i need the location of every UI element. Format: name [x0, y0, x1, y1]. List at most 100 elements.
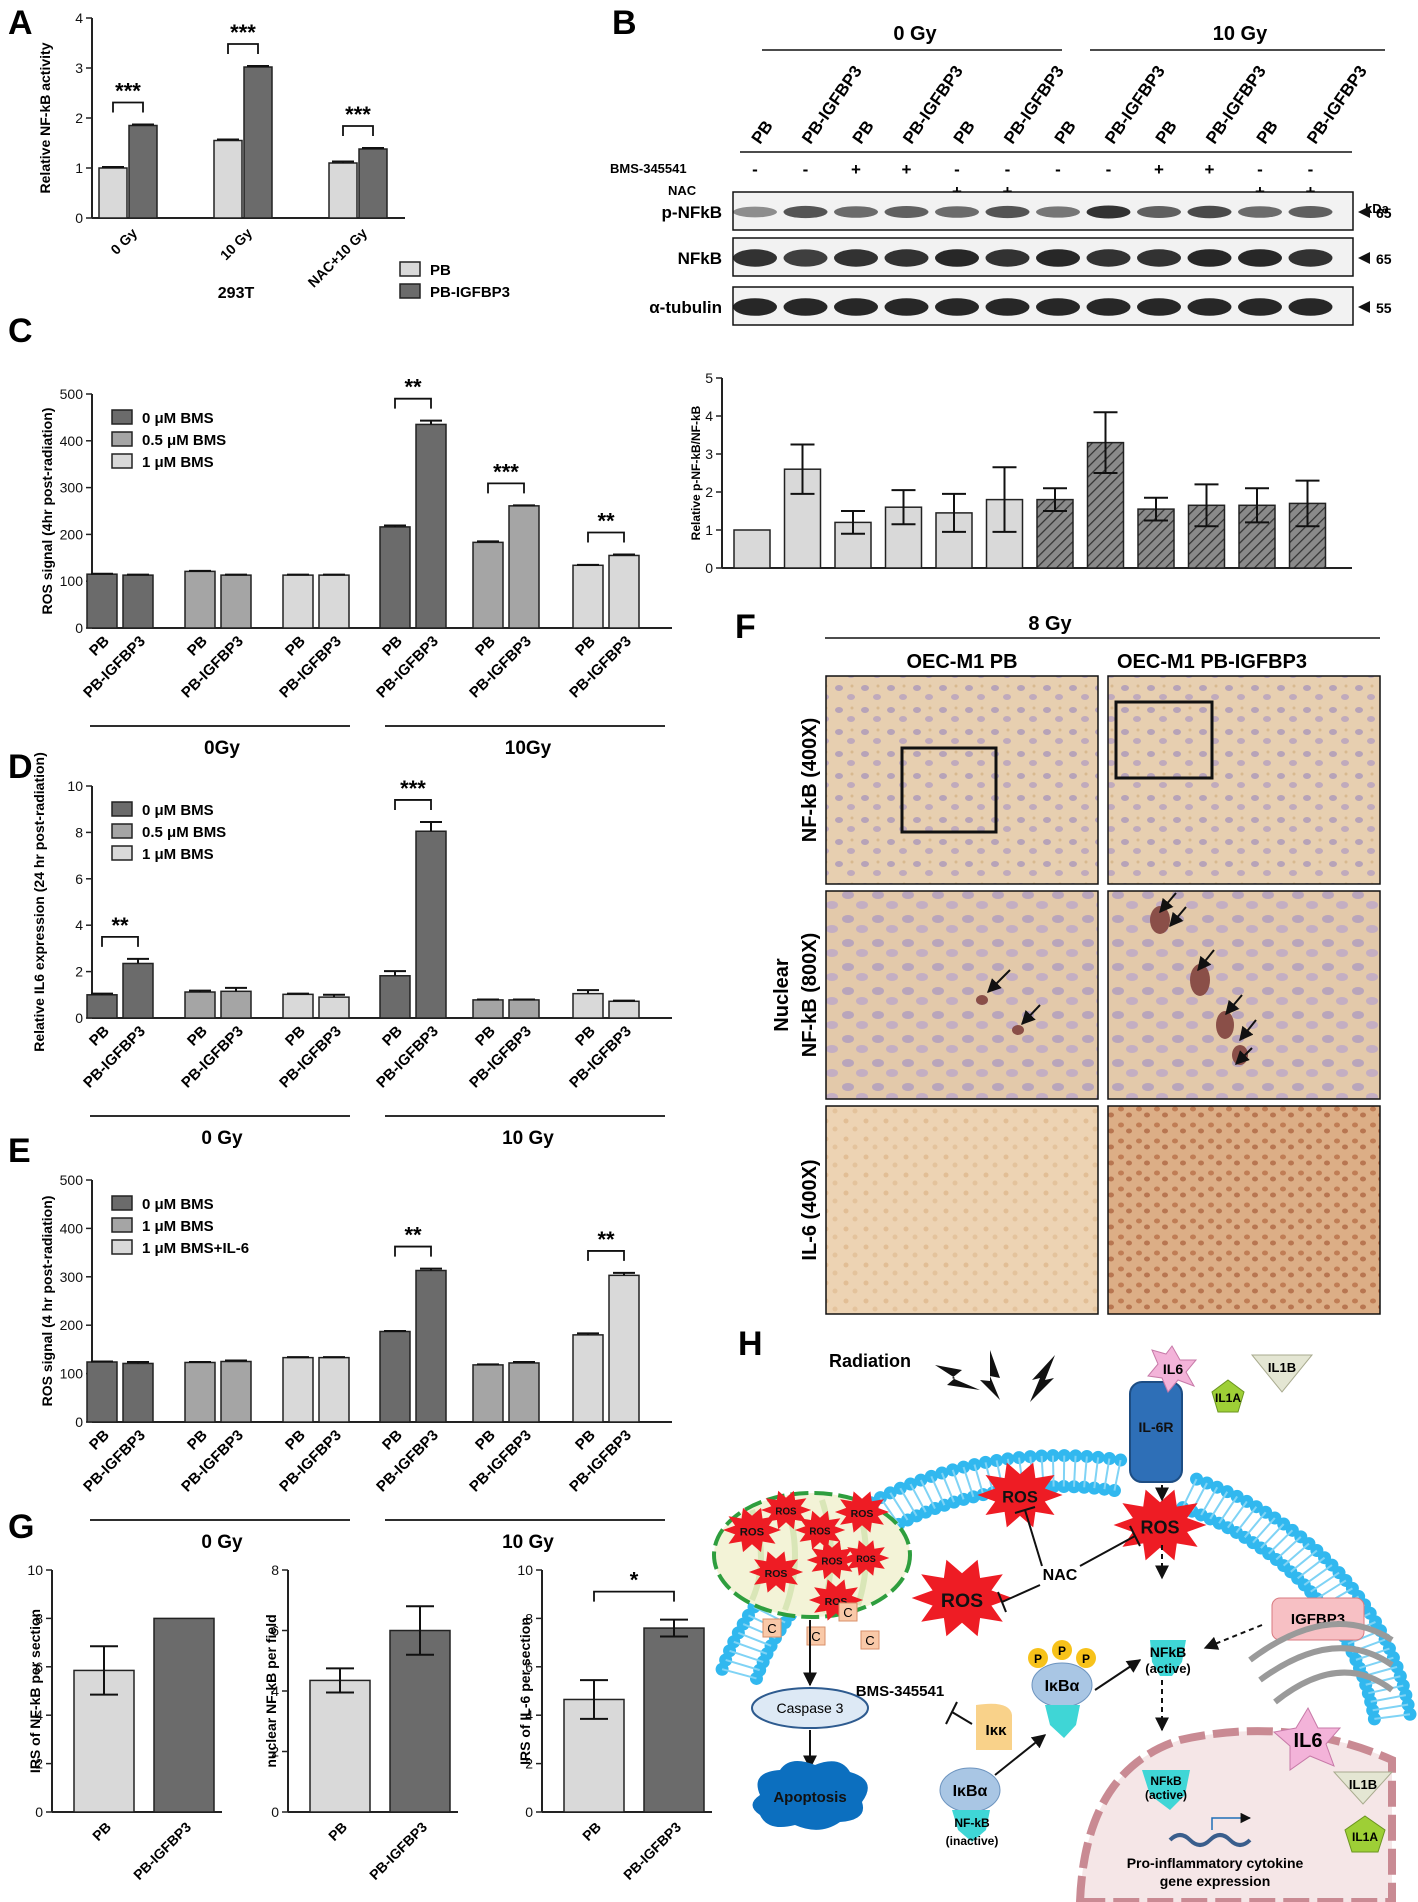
- x-tick-label: PB: [282, 1427, 309, 1454]
- bar: [379, 975, 411, 1019]
- cytochrome-c-box: [762, 1618, 782, 1638]
- treatment-mark: -: [803, 160, 809, 179]
- x-tick-label: PB: [184, 1023, 211, 1050]
- bar: [572, 564, 604, 629]
- group-label: 0 Gy: [201, 1532, 243, 1553]
- kda-value: 65: [1376, 205, 1392, 221]
- y-tick-label: 6: [75, 871, 83, 887]
- legend-swatch: [111, 801, 133, 817]
- y-tick-label: 100: [60, 573, 84, 589]
- y-tick-label: 0: [35, 1804, 43, 1820]
- ros-label: ROS: [1002, 1489, 1038, 1507]
- significance-bracket: [487, 482, 525, 494]
- group-label: 10 Gy: [502, 1532, 554, 1553]
- blot-band: [783, 298, 828, 316]
- y-tick-label: 8: [75, 824, 83, 840]
- legend-label: 1 μM BMS: [142, 1218, 214, 1235]
- lipid-tail: [951, 1469, 965, 1500]
- blot-band: [935, 206, 979, 218]
- y-tick-label: 400: [60, 1220, 84, 1236]
- bar: [184, 991, 216, 1019]
- x-tick-label: PB: [325, 1819, 350, 1844]
- lipid-tail: [1275, 1536, 1302, 1561]
- lipid-tail: [1243, 1511, 1267, 1539]
- size-marker-arrow: [1358, 206, 1370, 218]
- x-tick-label: PB: [89, 1819, 114, 1844]
- lipid-tail: [1235, 1506, 1258, 1534]
- il1a-label: IL1A: [1215, 1391, 1241, 1405]
- radiation-bolts: [935, 1350, 1055, 1402]
- bar: [415, 1269, 447, 1423]
- y-tick-label: 4: [271, 1683, 279, 1699]
- significance-label: ***: [230, 20, 256, 45]
- y-tick-label: 2: [271, 1744, 279, 1760]
- bar: [153, 1617, 215, 1813]
- il1a-label-2: IL1A: [1352, 1830, 1378, 1844]
- cytochrome-c-box: [838, 1602, 858, 1622]
- y-tick-label: 200: [60, 526, 84, 542]
- group-label: 0Gy: [204, 738, 240, 759]
- blot-band: [733, 206, 777, 218]
- blot-band: [1238, 206, 1282, 218]
- legend-label: 0 μM BMS: [142, 802, 214, 819]
- lipid-tail: [909, 1483, 927, 1513]
- panel-letter-e: E: [8, 1132, 31, 1170]
- bar: [220, 990, 252, 1019]
- blot-band: [1187, 249, 1232, 267]
- bar: [643, 1627, 705, 1813]
- y-tick-label: 200: [60, 1317, 84, 1333]
- lipid-tail: [1051, 1455, 1055, 1487]
- y-axis-label: IRS of NF-kB per section: [27, 1609, 43, 1773]
- cytochrome-c-label: C: [843, 1605, 852, 1620]
- y-tick-label: 4: [525, 1707, 533, 1723]
- lipid-tail: [1218, 1495, 1238, 1524]
- caspase3-oval: [751, 1687, 869, 1729]
- bar: [379, 1330, 411, 1423]
- legend-label: 1 μM BMS: [142, 846, 214, 863]
- lipid-tail: [1290, 1549, 1318, 1573]
- nuclear-nfkb-sub: (active): [1145, 1788, 1187, 1802]
- lipid-tail: [1209, 1491, 1229, 1520]
- il6r-receptor: [1129, 1381, 1183, 1483]
- ihc-il6-pb: [825, 1105, 1099, 1315]
- lane-label: PB: [950, 117, 979, 147]
- nfkb-active-shape: [1150, 1640, 1186, 1676]
- legend-swatch: [111, 453, 133, 469]
- y-tick-label: 4: [705, 408, 713, 424]
- legend-label: PB: [430, 262, 451, 279]
- treatment-mark: -: [1257, 160, 1263, 179]
- blot-row-label: p-NFkB: [662, 203, 722, 222]
- significance-bracket: [394, 799, 432, 810]
- x-tick-label: PB: [472, 1023, 499, 1050]
- igfbp3-box: [1271, 1597, 1365, 1641]
- significance-label: ***: [115, 79, 141, 104]
- cell-line-label: 293T: [218, 285, 255, 302]
- il1a-pentagon: [1211, 1379, 1245, 1413]
- ros-star: [977, 1462, 1063, 1528]
- significance-bracket: [342, 125, 374, 136]
- ros-star: [842, 1540, 890, 1576]
- cytochrome-c-label: C: [811, 1629, 820, 1644]
- bar: [472, 1364, 504, 1423]
- ros-star: [748, 1551, 804, 1593]
- bar: [122, 1362, 154, 1423]
- blot-band: [884, 249, 929, 267]
- signal-arrows: [1155, 1485, 1263, 1732]
- panel-letter-h: H: [738, 1325, 763, 1363]
- x-tick-label: PB-IGFBP3: [130, 1819, 194, 1883]
- blot-band: [1086, 298, 1131, 316]
- apoptosis-label: Apoptosis: [773, 1789, 846, 1806]
- lipid-tail: [729, 1649, 764, 1663]
- lane-label: PB-IGFBP3: [1303, 62, 1371, 147]
- blot-band: [783, 249, 828, 267]
- blot-band: [783, 205, 828, 219]
- ihc-col-igfbp3: OEC-M1 PB-IGFBP3: [1117, 651, 1307, 673]
- significance-bracket: [227, 43, 259, 54]
- x-tick-label: NAC+10 Gy: [305, 225, 371, 291]
- x-tick-label: PB: [579, 1819, 604, 1844]
- lane-label: PB: [1152, 117, 1181, 147]
- caspase3-label: Caspase 3: [777, 1700, 844, 1716]
- y-tick-label: 300: [60, 1269, 84, 1285]
- significance-label: **: [111, 913, 129, 938]
